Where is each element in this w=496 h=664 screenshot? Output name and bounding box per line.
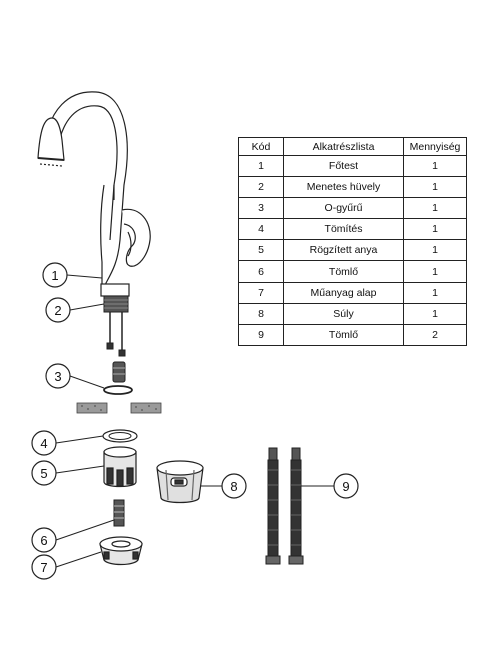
callout-8: 8 bbox=[200, 473, 247, 499]
gasket bbox=[102, 429, 138, 443]
cell-quantity: 1 bbox=[403, 239, 467, 262]
supply-hoses bbox=[265, 447, 304, 565]
cell-part-name: Tömlő bbox=[283, 323, 404, 346]
cell-code: 4 bbox=[238, 218, 284, 241]
cell-part-name: Tömlő bbox=[283, 260, 404, 283]
hose-segment bbox=[113, 499, 125, 527]
weight bbox=[156, 460, 204, 504]
cell-code: 2 bbox=[238, 176, 284, 199]
cell-quantity: 1 bbox=[403, 176, 467, 199]
hose-fitting bbox=[112, 361, 126, 383]
plastic-base bbox=[99, 536, 143, 566]
cell-quantity: 1 bbox=[403, 197, 467, 220]
o-ring bbox=[103, 385, 133, 395]
cell-part-name: Főtest bbox=[283, 154, 404, 178]
callout-number: 4 bbox=[40, 436, 47, 451]
callout-5: 5 bbox=[31, 460, 105, 486]
cell-part-name: Súly bbox=[283, 302, 404, 325]
callout-number: 1 bbox=[51, 268, 58, 283]
callout-2: 2 bbox=[45, 297, 105, 323]
callout-3: 3 bbox=[45, 363, 105, 389]
table-header-row: Kód Alkatrészlista Mennyiség bbox=[238, 137, 467, 156]
callout-number: 9 bbox=[342, 479, 349, 494]
callout-number: 8 bbox=[230, 479, 237, 494]
callout-number: 2 bbox=[54, 303, 61, 318]
callout-1: 1 bbox=[42, 262, 103, 288]
cell-quantity: 1 bbox=[403, 302, 467, 325]
cell-code: 9 bbox=[238, 323, 284, 346]
cell-code: 6 bbox=[238, 260, 284, 283]
cell-part-name: Műanyag alap bbox=[283, 281, 404, 304]
header-parts-list: Alkatrészlista bbox=[283, 137, 404, 156]
cell-quantity: 1 bbox=[403, 218, 467, 241]
cell-part-name: Tömítés bbox=[283, 218, 404, 241]
callout-number: 3 bbox=[54, 369, 61, 384]
cell-code: 1 bbox=[238, 154, 284, 178]
cell-code: 8 bbox=[238, 302, 284, 325]
cell-part-name: Rögzített anya bbox=[283, 239, 404, 262]
cell-quantity: 1 bbox=[403, 281, 467, 304]
cell-code: 3 bbox=[238, 197, 284, 220]
cell-quantity: 1 bbox=[403, 154, 467, 178]
countertop-section bbox=[76, 402, 162, 414]
header-code: Kód bbox=[238, 137, 284, 156]
callout-7: 7 bbox=[31, 551, 102, 580]
cell-code: 7 bbox=[238, 281, 284, 304]
callout-number: 6 bbox=[40, 533, 47, 548]
callout-6: 6 bbox=[31, 519, 115, 553]
callout-number: 7 bbox=[40, 560, 47, 575]
threaded-sleeve bbox=[103, 295, 129, 357]
cell-part-name: Menetes hüvely bbox=[283, 176, 404, 199]
cell-quantity: 2 bbox=[403, 323, 467, 346]
cell-part-name: O-gyűrű bbox=[283, 197, 404, 220]
cell-code: 5 bbox=[238, 239, 284, 262]
callout-9: 9 bbox=[301, 473, 359, 499]
callout-number: 5 bbox=[40, 466, 47, 481]
faucet-main-body bbox=[37, 91, 151, 297]
callout-4: 4 bbox=[31, 430, 104, 456]
header-quantity: Mennyiség bbox=[403, 137, 467, 156]
fixing-nut bbox=[103, 446, 137, 488]
cell-quantity: 1 bbox=[403, 260, 467, 283]
